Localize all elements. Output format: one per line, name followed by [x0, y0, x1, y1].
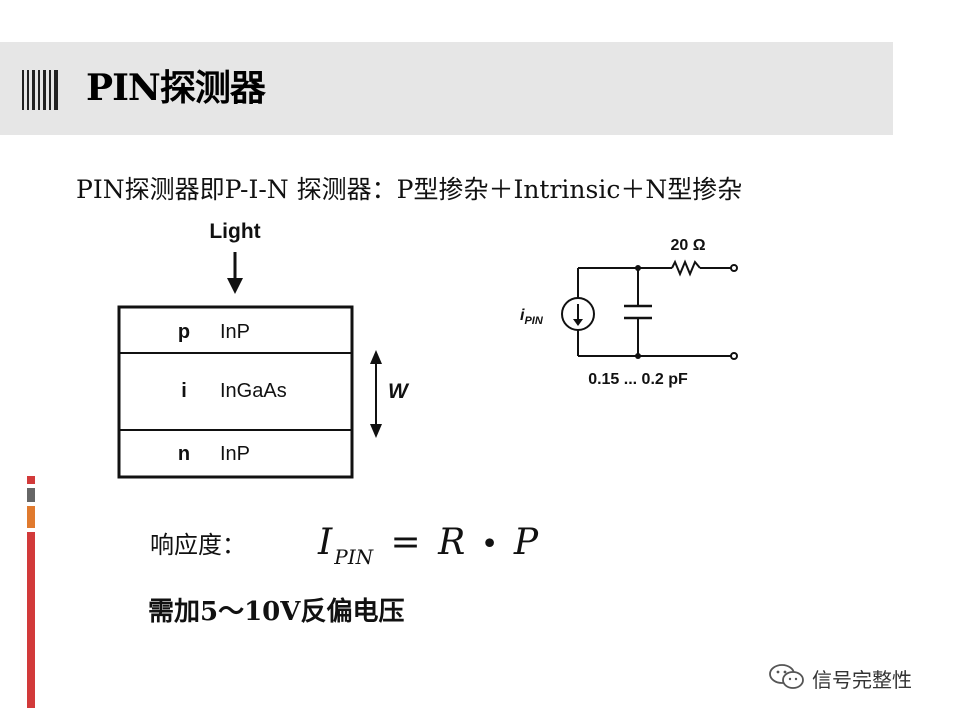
watermark: 信号完整性: [768, 660, 948, 696]
intro-text: PIN探测器即P-I-N 探测器：P型掺杂＋Intrinsic＋N型掺杂: [76, 175, 743, 204]
node-top: [635, 265, 641, 271]
layer-i-material: InGaAs: [220, 380, 287, 402]
title-band: [0, 42, 893, 135]
title-bars-icon: [22, 70, 58, 110]
source-label: iPIN: [520, 307, 544, 327]
resistor-icon: [671, 259, 701, 277]
formula-dot: •: [480, 527, 499, 562]
width-arrow-icon: [370, 350, 382, 438]
resistor-label: 20 Ω: [670, 237, 705, 254]
layer-p-material: InP: [220, 321, 250, 343]
node-bottom: [635, 353, 641, 359]
terminal-bottom: [730, 352, 738, 360]
width-label: W: [388, 380, 410, 403]
layer-p-type: p: [178, 321, 190, 343]
layer-n-material: InP: [220, 443, 250, 465]
formula-p: P: [513, 522, 539, 563]
page-title: PIN探测器: [86, 67, 266, 109]
left-stripe: [27, 476, 35, 708]
responsivity-label: 响应度：: [150, 531, 246, 559]
source-label-sub: PIN: [524, 315, 543, 327]
capacitor-icon: [624, 304, 652, 320]
layer-stack-outline: [117, 305, 354, 479]
stripe-orange: [27, 506, 35, 528]
light-label: Light: [209, 220, 260, 243]
capacitor-label: 0.15 ... 0.2 pF: [588, 371, 688, 388]
pin-equivalent-circuit: 20 Ω 0.15 ... 0.2 pF iPIN: [512, 232, 792, 392]
source-label-main: i: [520, 307, 525, 324]
bias-note: 需加5～10V反偏电压: [148, 597, 405, 627]
stripe-red-long: [27, 532, 35, 708]
watermark-text: 信号完整性: [812, 668, 912, 692]
formula-r: R: [438, 522, 466, 563]
wechat-icon: [769, 664, 804, 689]
terminal-top: [730, 264, 738, 272]
stripe-gray: [27, 488, 35, 502]
layer-i-type: i: [181, 380, 187, 402]
stripe-red-small: [27, 476, 35, 484]
formula-lhs: I: [318, 522, 333, 563]
light-arrow-icon: [227, 252, 243, 294]
formula-lhs-sub: PIN: [334, 545, 374, 569]
pin-layer-diagram: Light p InP i InGaAs n InP W: [117, 220, 410, 479]
layer-n-type: n: [178, 443, 190, 465]
formula-equals: =: [390, 522, 421, 563]
current-source-icon: [561, 297, 595, 331]
